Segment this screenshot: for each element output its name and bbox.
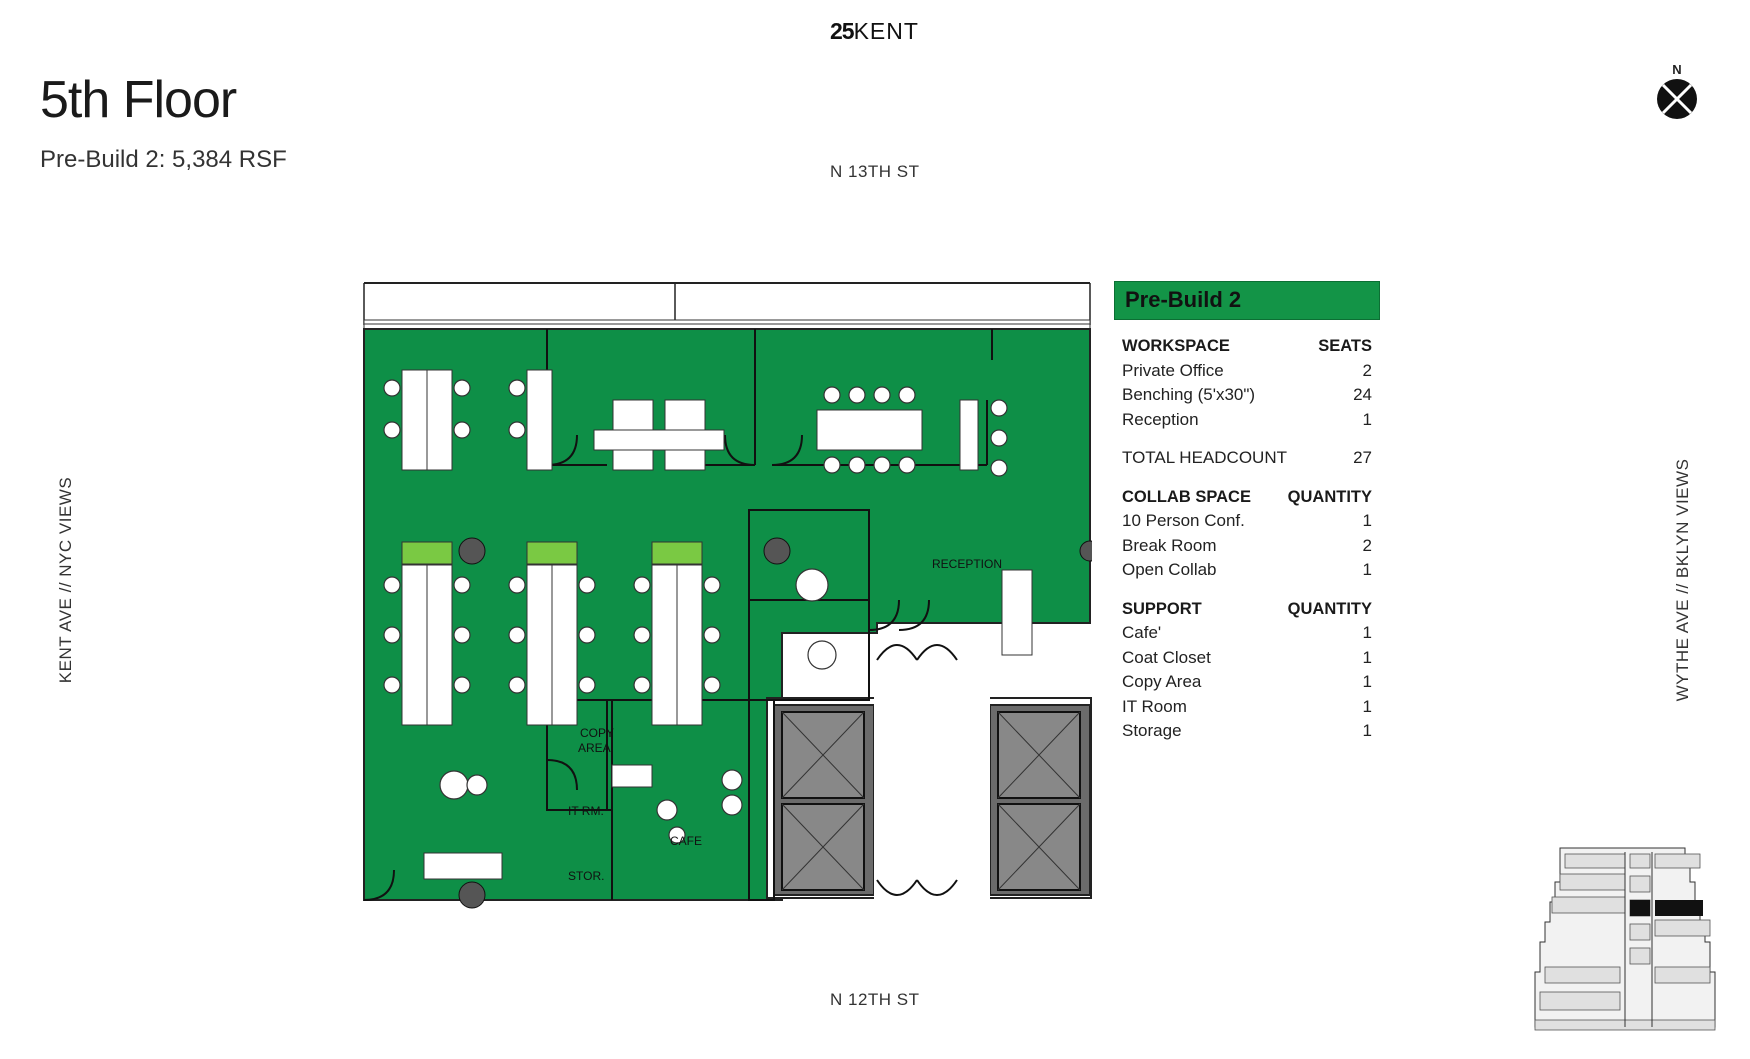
label-copy-1: COPY <box>580 726 614 740</box>
legend-heading: Pre-Build 2 <box>1114 281 1380 320</box>
row-label: Storage <box>1122 721 1182 740</box>
row-value: 1 <box>1362 623 1372 642</box>
row-value: 1 <box>1362 409 1372 429</box>
row-value: 2 <box>1362 535 1372 555</box>
workspace-header-left: WORKSPACE <box>1122 337 1230 355</box>
row-label: Cafe' <box>1122 623 1162 642</box>
support-row: Storage 1 <box>1122 719 1372 744</box>
legend-panel: Pre-Build 2 WORKSPACE SEATS Private Offi… <box>1114 281 1380 744</box>
row-label: TOTAL HEADCOUNT <box>1122 448 1287 467</box>
total-headcount-row: TOTAL HEADCOUNT 27 <box>1122 446 1372 471</box>
row-label: Private Office <box>1122 360 1224 380</box>
row-label: Reception <box>1122 409 1199 429</box>
window-wall <box>363 282 1091 330</box>
row-value: 24 <box>1353 385 1372 404</box>
elevator-core <box>766 640 1092 910</box>
workspace-row: Reception 1 <box>1122 408 1372 433</box>
planters <box>401 541 703 565</box>
collab-header: COLLAB SPACE QUANTITY <box>1122 485 1372 510</box>
row-value: 1 <box>1362 511 1372 530</box>
row-value: 27 <box>1353 448 1372 467</box>
label-cafe: CAFE <box>670 834 702 848</box>
label-storage: STOR. <box>568 869 604 883</box>
collab-row: Break Room 2 <box>1122 534 1372 559</box>
building-key-plan <box>1534 847 1716 1031</box>
street-west: KENT AVE // NYC VIEWS <box>56 476 75 684</box>
benching-desks <box>401 369 1033 880</box>
page-subtitle: Pre-Build 2: 5,384 RSF <box>40 146 287 173</box>
row-value: 1 <box>1362 721 1372 740</box>
row-label: Benching (5'x30") <box>1122 385 1256 404</box>
support-section: SUPPORT QUANTITY Cafe' 1 Coat Closet 1 Cop… <box>1114 597 1380 744</box>
brand-logo: 25KENT <box>830 18 919 45</box>
collab-header-right: QUANTITY <box>1287 487 1372 506</box>
support-header-right: QUANTITY <box>1287 599 1372 618</box>
row-value: 1 <box>1362 560 1372 579</box>
street-south: N 12TH ST <box>830 990 920 1009</box>
support-row: Copy Area 1 <box>1122 670 1372 695</box>
workspace-row: Private Office 2 <box>1122 359 1372 384</box>
workspace-header: WORKSPACE SEATS <box>1122 334 1372 359</box>
label-reception: RECEPTION <box>932 557 1002 571</box>
row-label: 10 Person Conf. <box>1122 511 1245 530</box>
collab-section: COLLAB SPACE QUANTITY 10 Person Conf. 1 B… <box>1114 485 1380 583</box>
support-header-left: SUPPORT <box>1122 599 1202 618</box>
collab-row: 10 Person Conf. 1 <box>1122 509 1372 534</box>
workspace-header-right: SEATS <box>1318 337 1372 355</box>
support-row: IT Room 1 <box>1122 695 1372 720</box>
compass-icon <box>1657 79 1697 119</box>
page-title: 5th Floor <box>40 71 237 129</box>
row-value: 1 <box>1362 696 1372 716</box>
row-value: 2 <box>1362 360 1372 380</box>
chairs <box>383 379 1008 844</box>
floor-plan: RECEPTION COPY AREA IT RM. CAFE STOR. <box>363 282 1092 910</box>
label-it-room: IT RM. <box>568 804 604 818</box>
row-label: Break Room <box>1122 535 1217 555</box>
street-east: WYTHE AVE // BKLYN VIEWS <box>1673 458 1692 702</box>
brand-number: 25 <box>830 18 855 44</box>
collab-row: Open Collab 1 <box>1122 558 1372 583</box>
row-label: Coat Closet <box>1122 647 1211 667</box>
row-label: IT Room <box>1122 696 1187 716</box>
support-row: Cafe' 1 <box>1122 621 1372 646</box>
row-value: 1 <box>1362 672 1372 691</box>
label-copy-2: AREA <box>578 741 611 755</box>
collab-header-left: COLLAB SPACE <box>1122 487 1251 506</box>
workspace-row: Benching (5'x30") 24 <box>1122 383 1372 408</box>
brand-name: KENT <box>853 18 919 44</box>
north-label: N <box>1672 62 1682 77</box>
north-compass: N <box>1652 62 1702 126</box>
row-value: 1 <box>1362 647 1372 667</box>
row-label: Copy Area <box>1122 672 1202 691</box>
row-label: Open Collab <box>1122 560 1217 579</box>
columns <box>458 537 1092 909</box>
support-row: Coat Closet 1 <box>1122 646 1372 671</box>
street-north: N 13TH ST <box>830 162 920 181</box>
workspace-section: WORKSPACE SEATS Private Office 2 Benching… <box>1114 334 1380 471</box>
support-header: SUPPORT QUANTITY <box>1122 597 1372 622</box>
